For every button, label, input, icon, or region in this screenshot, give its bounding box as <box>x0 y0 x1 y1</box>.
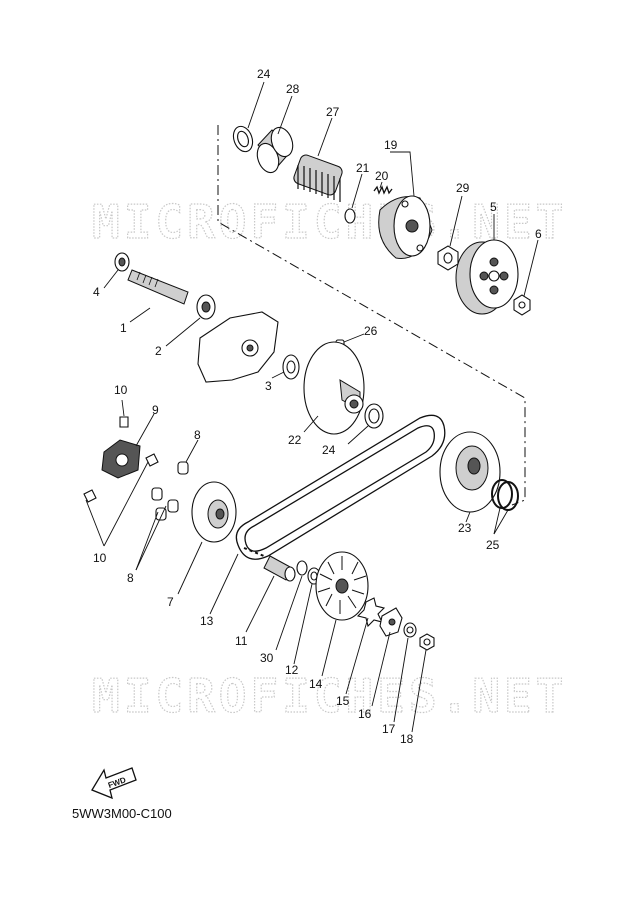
part-20-spring[interactable] <box>373 185 393 195</box>
part-28-collar[interactable] <box>253 124 296 175</box>
callout-4: 4 <box>93 285 100 299</box>
part-10-slider-c[interactable] <box>83 489 97 503</box>
callout-13: 13 <box>200 614 214 628</box>
part-6-nut[interactable] <box>513 294 531 316</box>
callout-30: 30 <box>260 651 274 665</box>
callout-8-bottom: 8 <box>127 571 134 585</box>
part-18-nut[interactable] <box>419 633 435 651</box>
callout-7: 7 <box>167 595 174 609</box>
callout-23: 23 <box>458 521 472 535</box>
callout-10-top: 10 <box>114 383 128 397</box>
part-9-cam[interactable] <box>101 439 141 479</box>
callout-19: 19 <box>384 138 398 152</box>
part-23-fixed-sheave[interactable] <box>439 431 501 513</box>
part-30-washer[interactable] <box>296 560 308 576</box>
callout-10-bottom: 10 <box>93 551 107 565</box>
part-2-bearing[interactable] <box>196 294 216 320</box>
callout-labels: 24 28 27 19 20 21 29 5 6 4 1 2 26 3 22 2… <box>93 67 542 746</box>
diagram-code: 5WW3M00-C100 <box>72 806 172 821</box>
callout-27: 27 <box>326 105 340 119</box>
callout-24-lower: 24 <box>322 443 336 457</box>
part-16-plate[interactable] <box>379 607 403 637</box>
callout-15: 15 <box>336 694 350 708</box>
part-1-shaft[interactable] <box>127 269 189 305</box>
callout-24-top: 24 <box>257 67 271 81</box>
part-24-seal-lower[interactable] <box>364 403 384 429</box>
part-24-seal[interactable] <box>230 124 256 155</box>
watermark-top: MICROFICHES.NET <box>92 195 567 249</box>
transmission-case <box>197 311 279 383</box>
callout-18: 18 <box>400 732 414 746</box>
callout-12: 12 <box>285 663 299 677</box>
part-8-weight-c[interactable] <box>167 499 179 513</box>
part-29-nut[interactable] <box>437 245 459 271</box>
part-8-weight-a[interactable] <box>177 461 189 475</box>
part-7-sliding-sheave[interactable] <box>191 481 237 543</box>
callout-1: 1 <box>120 321 127 335</box>
part-10-slider-a[interactable] <box>119 416 129 428</box>
callout-28: 28 <box>286 82 300 96</box>
callout-17: 17 <box>382 722 396 736</box>
part-13-v-belt[interactable] <box>235 414 446 560</box>
callout-5: 5 <box>490 200 497 214</box>
callout-2: 2 <box>155 344 162 358</box>
part-5-clutch-housing[interactable] <box>455 239 519 315</box>
callout-25: 25 <box>486 538 500 552</box>
part-17-washer[interactable] <box>403 622 417 638</box>
assembly-boundary <box>217 125 526 506</box>
part-22-sliding-sheave[interactable] <box>303 341 365 435</box>
callout-16: 16 <box>358 707 372 721</box>
part-14-fan-sheave[interactable] <box>315 551 369 621</box>
watermark-bottom: MICROFICHES.NET <box>92 669 567 723</box>
part-11-collar[interactable] <box>263 555 296 582</box>
callout-9: 9 <box>152 403 159 417</box>
callout-20: 20 <box>375 169 389 183</box>
part-19-clutch-shoe-assy[interactable] <box>378 195 433 259</box>
part-4-bearing[interactable] <box>114 252 130 272</box>
callout-6: 6 <box>535 227 542 241</box>
part-3-washer[interactable] <box>282 354 300 380</box>
callout-8-top: 8 <box>194 428 201 442</box>
callout-26: 26 <box>364 324 378 338</box>
part-27-spring[interactable] <box>292 153 344 202</box>
callout-21: 21 <box>356 161 370 175</box>
part-15-plate[interactable] <box>356 597 386 628</box>
part-8-weight-b[interactable] <box>151 487 163 501</box>
callout-3: 3 <box>265 379 272 393</box>
part-10-slider-b[interactable] <box>145 453 159 467</box>
callout-22: 22 <box>288 433 302 447</box>
callout-14: 14 <box>309 677 323 691</box>
leader-lines <box>85 81 539 733</box>
callout-11: 11 <box>235 634 248 648</box>
callout-29: 29 <box>456 181 470 195</box>
fwd-arrow-icon: FWD <box>91 767 137 800</box>
part-21-circlip[interactable] <box>344 208 356 224</box>
